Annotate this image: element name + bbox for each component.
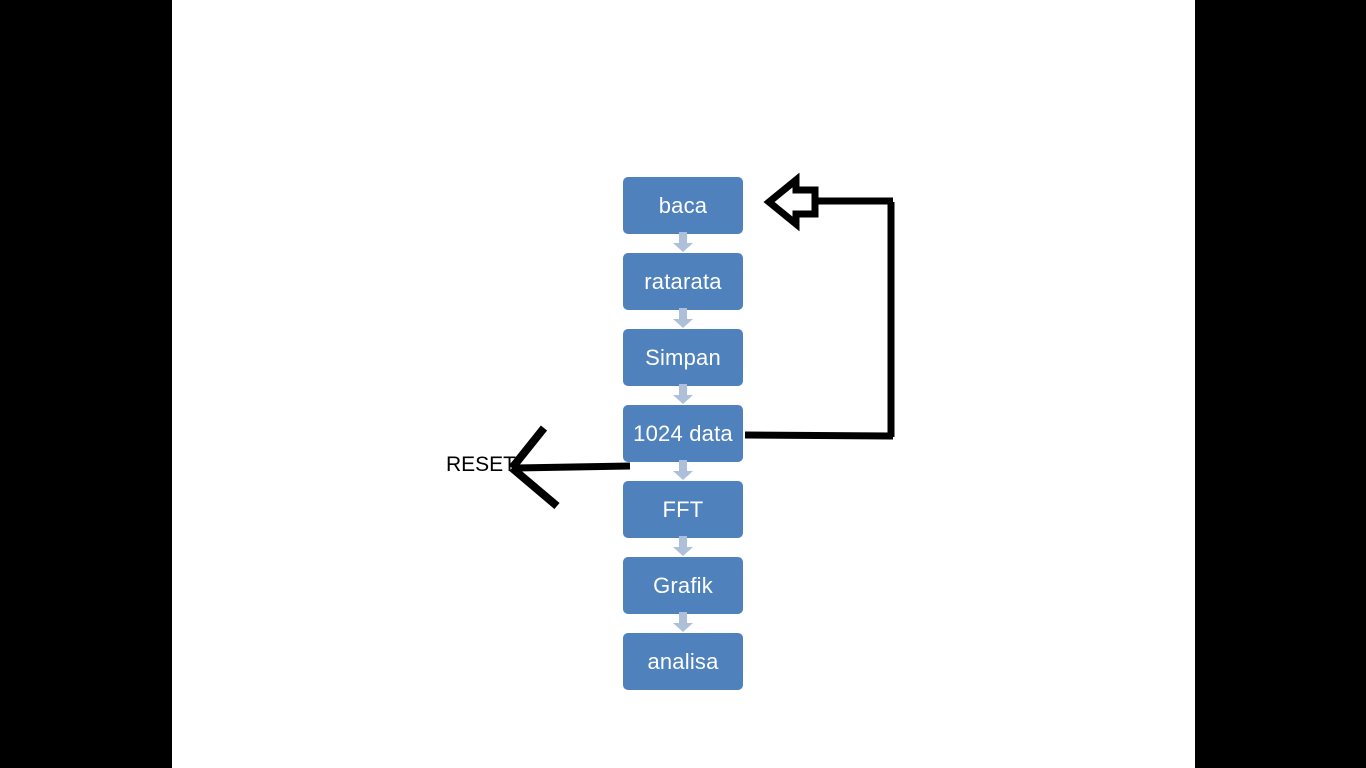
connector-arrow-down-icon (671, 612, 695, 632)
connector-arrow-down-icon (671, 232, 695, 252)
flow-node-label: 1024 data (633, 420, 733, 446)
connector-arrow-down-icon (671, 384, 695, 404)
connector-arrow-down-icon (671, 460, 695, 480)
flow-node-simpan[interactable]: Simpan (623, 329, 743, 386)
flow-node-fft[interactable]: FFT (623, 481, 743, 538)
flow-node-analisa[interactable]: analisa (623, 633, 743, 690)
flow-node-grafik[interactable]: Grafik (623, 557, 743, 614)
letterbox-bar-right (1195, 0, 1366, 768)
flow-node-label: ratarata (644, 268, 722, 294)
flow-node-ratarata[interactable]: ratarata (623, 253, 743, 310)
flow-node-label: FFT (662, 496, 704, 522)
flow-node-1024-data[interactable]: 1024 data (623, 405, 743, 462)
connector-arrow-down-icon (671, 536, 695, 556)
flow-node-label: analisa (647, 648, 719, 674)
connector-arrow-down-icon (671, 308, 695, 328)
letterbox-bar-left (0, 0, 172, 768)
flow-node-baca[interactable]: baca (623, 177, 743, 234)
flow-node-label: baca (658, 192, 708, 218)
flow-node-label: Grafik (653, 572, 713, 598)
reset-label: RESET (446, 453, 517, 476)
flow-node-label: Simpan (645, 344, 721, 370)
